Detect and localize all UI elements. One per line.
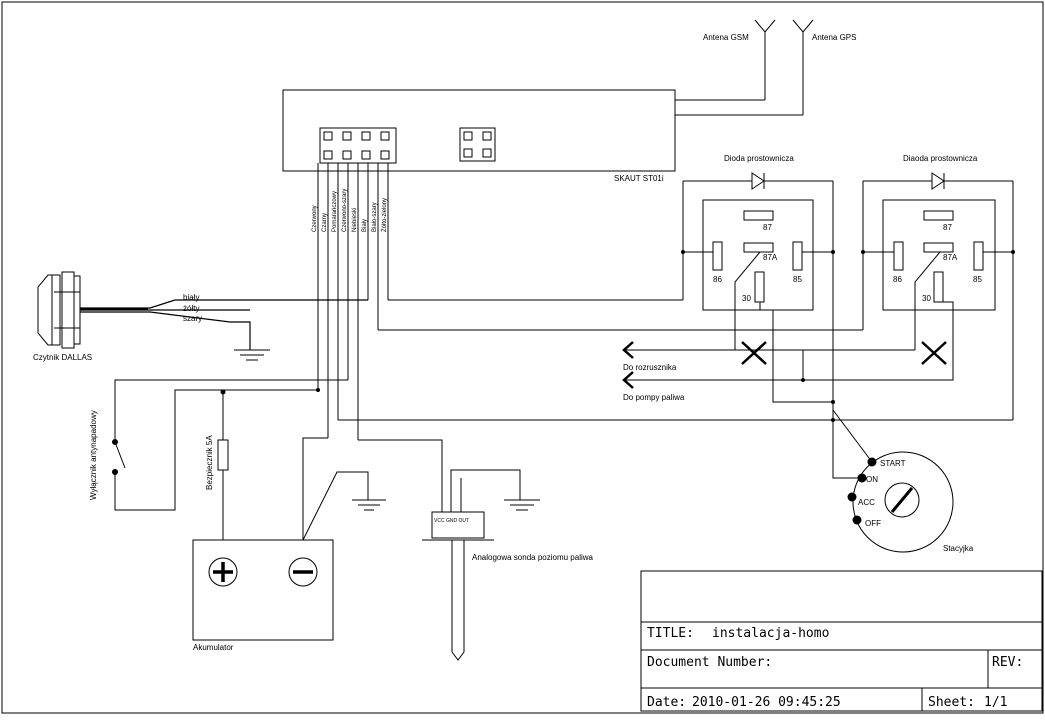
fuel-pump-label: Do pompy paliwa xyxy=(623,393,685,402)
title-key: TITLE: xyxy=(647,626,694,641)
wire-label-3: Pomarańczowy xyxy=(332,191,338,232)
relay-right-pin-85: 85 xyxy=(973,275,982,284)
sheet-key: Sheet: xyxy=(928,695,975,710)
title-block xyxy=(640,570,1043,712)
ignition-start: START xyxy=(880,459,906,468)
wire-label-6: Biały xyxy=(362,219,368,232)
relay-right xyxy=(882,199,996,350)
relay-right-pin-87a: 87A xyxy=(943,253,958,262)
wire-relay-left-30 xyxy=(759,302,833,403)
arrow-starter-icon xyxy=(622,341,634,359)
dallas-wire-1: biały xyxy=(183,293,199,302)
junction-dots xyxy=(316,250,1015,422)
antenna-gsm xyxy=(754,19,776,100)
wire-label-5: Niebieski xyxy=(352,208,358,232)
relay-right-pin-30: 30 xyxy=(922,294,931,303)
diode-left-label: Dioda prostownicza xyxy=(724,154,794,163)
relay-left-pin-85: 85 xyxy=(793,275,802,284)
relay-left-pin-86: 86 xyxy=(713,275,722,284)
wire-relay-right-30 xyxy=(803,301,954,381)
antenna-gps xyxy=(792,19,814,115)
title-value: instalacja-homo xyxy=(712,626,829,641)
dallas-wire-2: żółty xyxy=(183,304,199,313)
wire-label-8: Żółto-zielony xyxy=(381,198,388,232)
relay-left-pin-87: 87 xyxy=(763,223,772,232)
rev-key: REV: xyxy=(992,655,1023,670)
starter-label: Do rozrusznika xyxy=(623,363,677,372)
antenna-cables xyxy=(675,99,803,116)
cut-mark-right xyxy=(921,341,947,365)
relay-left-pin-87a: 87A xyxy=(763,253,778,262)
ignition-acc: ACC xyxy=(858,498,875,507)
diode-right-label: Diaoda prostownicza xyxy=(903,154,978,163)
cut-mark-left xyxy=(741,341,767,365)
device-unit xyxy=(282,89,676,172)
wire-label-1: Czerwony xyxy=(312,205,318,232)
arrow-fuel-pump-icon xyxy=(622,371,634,389)
battery xyxy=(192,437,386,641)
antenna-gsm-label: Antena GSM xyxy=(703,33,749,42)
probe-box-label: VCC GND OUT xyxy=(434,518,469,524)
main-connector xyxy=(319,127,397,164)
fuse-label: Bezpiecznik 5A xyxy=(205,435,214,490)
wire-label-7: Biało-szary xyxy=(372,202,378,232)
dallas-reader xyxy=(37,271,368,361)
relay-left-pin-30: 30 xyxy=(742,294,751,303)
relay-right-pin-86: 86 xyxy=(893,275,902,284)
ignition-on: ON xyxy=(866,475,878,484)
fuel-probe xyxy=(358,439,540,661)
dallas-label: Czytnik DALLAS xyxy=(33,353,92,362)
docnum-key: Document Number: xyxy=(647,655,772,670)
relay-left xyxy=(702,199,814,350)
fuse xyxy=(217,389,229,540)
diode-right xyxy=(862,172,1014,420)
wire-label-4: Czerwono-szary xyxy=(342,189,348,232)
relay-right-pin-87: 87 xyxy=(943,223,952,232)
secondary-connector xyxy=(459,127,496,162)
wire-label-2: Czarny xyxy=(322,213,328,232)
date-value: 2010-01-26 09:45:25 xyxy=(692,695,841,710)
antitheft-switch xyxy=(112,379,348,511)
ignition-off: OFF xyxy=(865,519,881,528)
date-key: Date: xyxy=(647,695,686,710)
ignition-switch xyxy=(832,402,954,553)
ignition-label: Stacyjka xyxy=(943,544,974,553)
sheet-value: 1/1 xyxy=(984,695,1007,710)
dallas-wire-3: szary xyxy=(183,314,202,323)
diode-left xyxy=(682,172,834,420)
antenna-gps-label: Antena GPS xyxy=(812,33,856,42)
probe-label: Analogowa sonda poziomu paliwa xyxy=(472,553,594,562)
battery-label: Akumulator xyxy=(193,643,234,652)
device-name: SKAUT ST01i xyxy=(614,174,664,183)
switch-label: Wyłącznik antynapadowy xyxy=(89,410,98,500)
